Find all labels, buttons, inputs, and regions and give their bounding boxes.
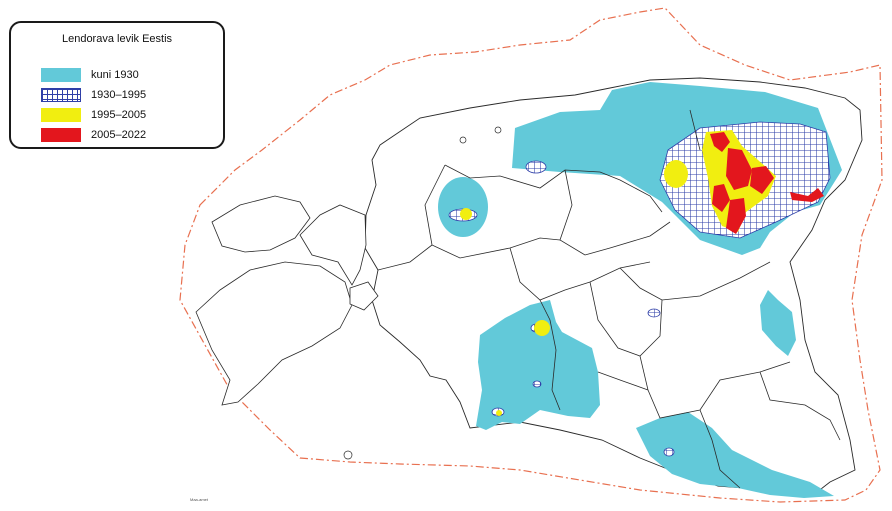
range-southwest xyxy=(476,300,600,430)
red-northeast xyxy=(726,198,746,234)
islet xyxy=(343,450,353,460)
range-central xyxy=(438,177,488,237)
county-boundaries xyxy=(377,109,841,489)
legend-swatch-light-blue xyxy=(41,68,81,82)
red-northeast xyxy=(712,184,730,212)
legend-swatch-red xyxy=(41,128,81,142)
yellow-spot xyxy=(664,160,688,188)
west-coast xyxy=(299,204,367,286)
grid-spot xyxy=(532,380,542,388)
legend-swatch-grid xyxy=(41,88,81,102)
yellow-spot xyxy=(460,208,472,220)
grid-spot xyxy=(525,160,547,174)
legend-item-1930-1995: 1930–1995 xyxy=(41,87,146,103)
red-northeast xyxy=(710,132,730,152)
red-northeast xyxy=(750,166,774,194)
legend-swatch-yellow xyxy=(41,108,81,122)
islet xyxy=(459,136,467,144)
legend-item-kuni-1930: kuni 1930 xyxy=(41,67,139,83)
island-saaremaa xyxy=(195,261,353,406)
legend-item-1995-2005: 1995–2005 xyxy=(41,107,146,123)
yellow-spot xyxy=(534,320,550,336)
island-muhu xyxy=(349,281,379,311)
yellow-spot xyxy=(496,410,502,416)
legend-title: Lendorava levik Eestis xyxy=(61,33,173,45)
grid-spot xyxy=(663,447,675,457)
map-credit: Maa-amet xyxy=(190,497,209,502)
maritime-boundary xyxy=(179,7,883,503)
range-southeast xyxy=(636,412,834,498)
grid-spot xyxy=(647,308,661,318)
islet xyxy=(494,126,502,134)
island-hiiumaa xyxy=(211,195,311,253)
legend-item-2005-2022: 2005–2022 xyxy=(41,127,146,143)
legend-label: kuni 1930 xyxy=(91,69,139,81)
range-2005-2022 xyxy=(710,132,824,234)
red-northeast xyxy=(726,148,752,190)
legend-label: 1995–2005 xyxy=(91,109,147,121)
legend-label: 1930–1995 xyxy=(91,89,147,101)
red-coast xyxy=(790,188,824,202)
range-east xyxy=(760,290,796,356)
legend-label: 2005–2022 xyxy=(91,129,147,141)
map-legend: Lendorava levik Eestis kuni 1930 1930–19… xyxy=(9,21,225,149)
